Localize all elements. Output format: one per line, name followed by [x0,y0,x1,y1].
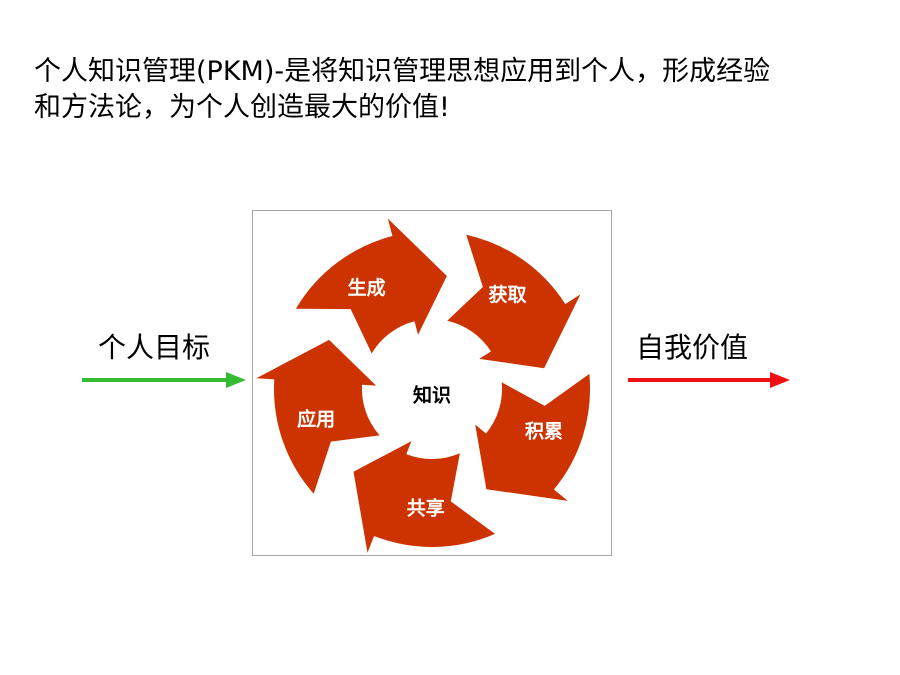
knowledge-cycle-diagram: 生成 获取积累共享 应用 知识 [252,210,612,556]
left-arrow [82,372,246,388]
title-line-1: 个人知识管理(PKM)-是将知识管理思想应用到个人，形成经验 [34,56,771,87]
segment-label-5: 应用 [297,408,335,431]
page-title: 个人知识管理(PKM)-是将知识管理思想应用到个人，形成经验 和方法论，为个人创… [34,54,874,126]
cycle-segment-5 [256,339,380,494]
cycle-segment-2 [447,234,581,369]
cycle-segment-1 [295,218,447,354]
left-label: 个人目标 [98,331,211,364]
cycle-segment-4 [353,441,495,553]
segment-label-1: 生成 [348,276,386,299]
segment-label-3: 积累 [525,421,563,443]
right-arrow [628,372,790,388]
cycle-segment-3 [475,373,591,501]
center-label: 知识 [413,384,451,407]
segment-label-4: 共享 [407,496,445,519]
right-label: 自我价值 [636,331,749,364]
segment-label-2: 获取 [488,283,526,306]
title-line-2: 和方法论，为个人创造最大的价值! [34,92,450,123]
